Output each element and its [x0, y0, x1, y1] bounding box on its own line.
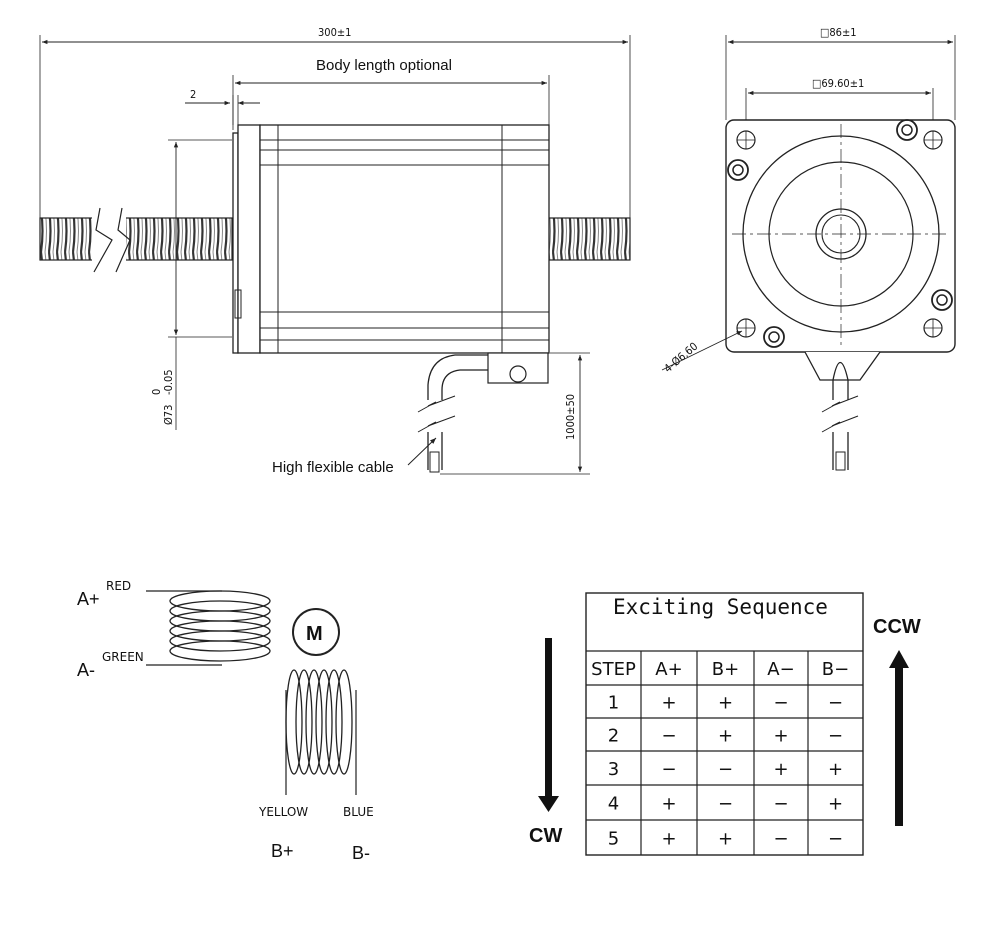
wiring-diagram — [146, 590, 357, 795]
screw-head — [896, 119, 918, 141]
screw-head — [763, 326, 785, 348]
table-cell: + — [718, 726, 733, 747]
sequence-cells: STEP A+ B+ A− B− 1 + + − − 2 − + + − 3 − − + +4 + − − +5 + + − − — [591, 659, 849, 850]
table-cell: + — [661, 829, 676, 850]
motor-symbol-letter: M — [306, 623, 323, 645]
table-cell: + — [828, 759, 843, 780]
mount-holes-label: 4-Ø6.60 — [662, 340, 701, 375]
table-cell: − — [828, 726, 843, 747]
mount-hole — [736, 318, 756, 338]
front-square — [725, 119, 956, 353]
flange-thickness-label: 2 — [190, 88, 196, 101]
lead-screw-right — [548, 217, 631, 261]
ccw-label: CCW — [873, 616, 921, 638]
wire-yellow: YELLOW — [258, 805, 308, 819]
square-size-dimension — [725, 35, 956, 120]
mount-hole — [923, 130, 943, 150]
motor-symbol — [292, 608, 340, 656]
table-cell: − — [661, 759, 676, 780]
svg-text:-0.05: -0.05 — [162, 369, 175, 395]
table-header-cell: A− — [767, 659, 794, 680]
hole-spacing-label: □69.60±1 — [812, 77, 864, 90]
exciting-sequence-table — [585, 592, 864, 856]
table-cell: − — [773, 794, 788, 815]
pin-a-minus: A- — [77, 660, 95, 680]
table-cell: + — [718, 693, 733, 714]
coil-a — [146, 590, 271, 666]
table-cell: − — [661, 726, 676, 747]
table-cell: + — [661, 693, 676, 714]
coil-b — [285, 669, 357, 795]
overall-length-label: 300±1 — [318, 26, 351, 39]
table-header-cell: B− — [822, 659, 849, 680]
motor-body — [259, 124, 550, 354]
motor-flange — [232, 132, 239, 354]
table-header-cell: A+ — [655, 659, 682, 680]
table-cell: + — [828, 794, 843, 815]
table-cell: 1 — [608, 693, 619, 714]
table-cell: + — [773, 759, 788, 780]
wire-red: RED — [106, 579, 131, 593]
mount-hole — [736, 130, 756, 150]
square-size-label: □86±1 — [820, 26, 857, 39]
pin-a-plus: A+ — [77, 589, 100, 609]
cable-length-label: 1000±50 — [564, 394, 577, 440]
wire-blue: BLUE — [343, 805, 374, 819]
body-length-dimension — [232, 75, 550, 125]
table-cell: + — [661, 794, 676, 815]
front-view — [661, 35, 956, 471]
table-cell: − — [828, 829, 843, 850]
sequence-title: Exciting Sequence — [613, 595, 828, 619]
ccw-arrow — [889, 650, 909, 826]
cw-label: CW — [529, 825, 562, 847]
screw-head — [931, 289, 953, 311]
table-cell: − — [718, 794, 733, 815]
flange-thickness-dimension — [185, 95, 260, 130]
cw-arrow — [538, 638, 559, 812]
side-view — [39, 35, 631, 475]
table-cell: + — [718, 829, 733, 850]
screw-head — [727, 159, 749, 181]
mount-hole — [923, 318, 943, 338]
cable-note: High flexible cable — [272, 459, 394, 476]
pin-b-minus: B- — [352, 843, 370, 863]
lead-screw-left — [39, 217, 233, 261]
table-cell: − — [773, 829, 788, 850]
overall-length-dimension — [39, 35, 631, 220]
table-header-cell: B+ — [712, 659, 739, 680]
table-cell: − — [718, 759, 733, 780]
table-header-cell: STEP — [591, 659, 636, 680]
table-cell: 4 — [608, 794, 619, 815]
table-cell: + — [773, 726, 788, 747]
cable-exit — [417, 352, 549, 473]
pilot-diameter-label: Ø73 0 -0.05 — [150, 369, 175, 425]
table-cell: − — [773, 693, 788, 714]
table-cell: 3 — [608, 759, 619, 780]
body-length-note: Body length optional — [316, 57, 452, 74]
cable-length-dimension — [440, 352, 590, 475]
table-cell: 2 — [608, 726, 619, 747]
svg-text:Ø73: Ø73 — [162, 405, 175, 425]
pin-b-plus: B+ — [271, 841, 294, 861]
pilot-diameter-dimension — [168, 139, 232, 430]
wire-green: GREEN — [102, 650, 144, 664]
table-cell: 5 — [608, 829, 619, 850]
table-cell: − — [828, 693, 843, 714]
svg-text:0: 0 — [150, 389, 163, 395]
